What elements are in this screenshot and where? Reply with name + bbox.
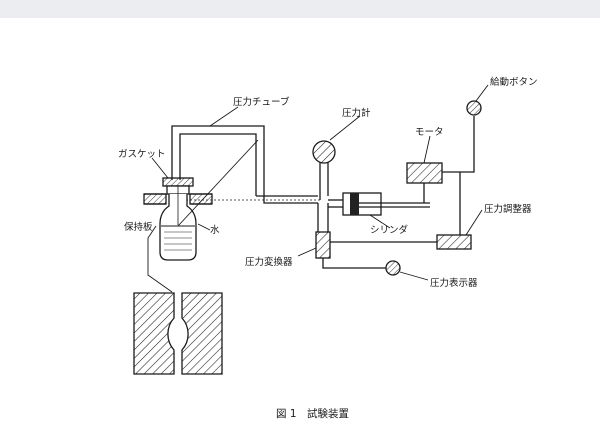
label-holding-plate: 保持板 [124, 221, 153, 233]
test-apparatus-diagram: 圧力チューブ ガスケット 圧力計 モータ 給動ボタン 水 保持板 シリンダ 圧力… [118, 76, 538, 420]
label-water: 水 [210, 224, 220, 236]
cylinder [328, 192, 430, 216]
pressure-tube [171, 125, 320, 204]
gasket [162, 177, 194, 187]
pressure-gauge [312, 140, 336, 200]
label-pressure-tube: 圧力チューブ [233, 96, 290, 108]
labels: 圧力チューブ ガスケット 圧力計 モータ 給動ボタン 水 保持板 シリンダ 圧力… [118, 76, 538, 420]
figure-caption: 図 1 試験装置 [276, 407, 349, 420]
motor [406, 162, 443, 184]
label-motor: モータ [415, 127, 444, 138]
pressure-transducer [315, 231, 331, 259]
pressure-regulator [436, 234, 472, 250]
leader-lines [147, 84, 489, 293]
label-pressure-transducer: 圧力変換器 [245, 256, 293, 268]
document-page: 圧力チューブ ガスケット 圧力計 モータ 給動ボタン 水 保持板 シリンダ 圧力… [0, 18, 600, 435]
pressure-display [385, 260, 401, 276]
label-feed-button: 給動ボタン [490, 76, 538, 88]
label-pressure-display: 圧力表示器 [430, 277, 478, 289]
label-pressure-regulator: 圧力調整器 [484, 203, 532, 215]
label-gasket: ガスケット [118, 149, 166, 160]
holding-plate [133, 292, 223, 375]
label-pressure-gauge: 圧力計 [342, 107, 371, 119]
label-cylinder: シリンダ [370, 224, 409, 236]
holding-plate-bar [143, 193, 213, 205]
feed-button [466, 100, 482, 116]
